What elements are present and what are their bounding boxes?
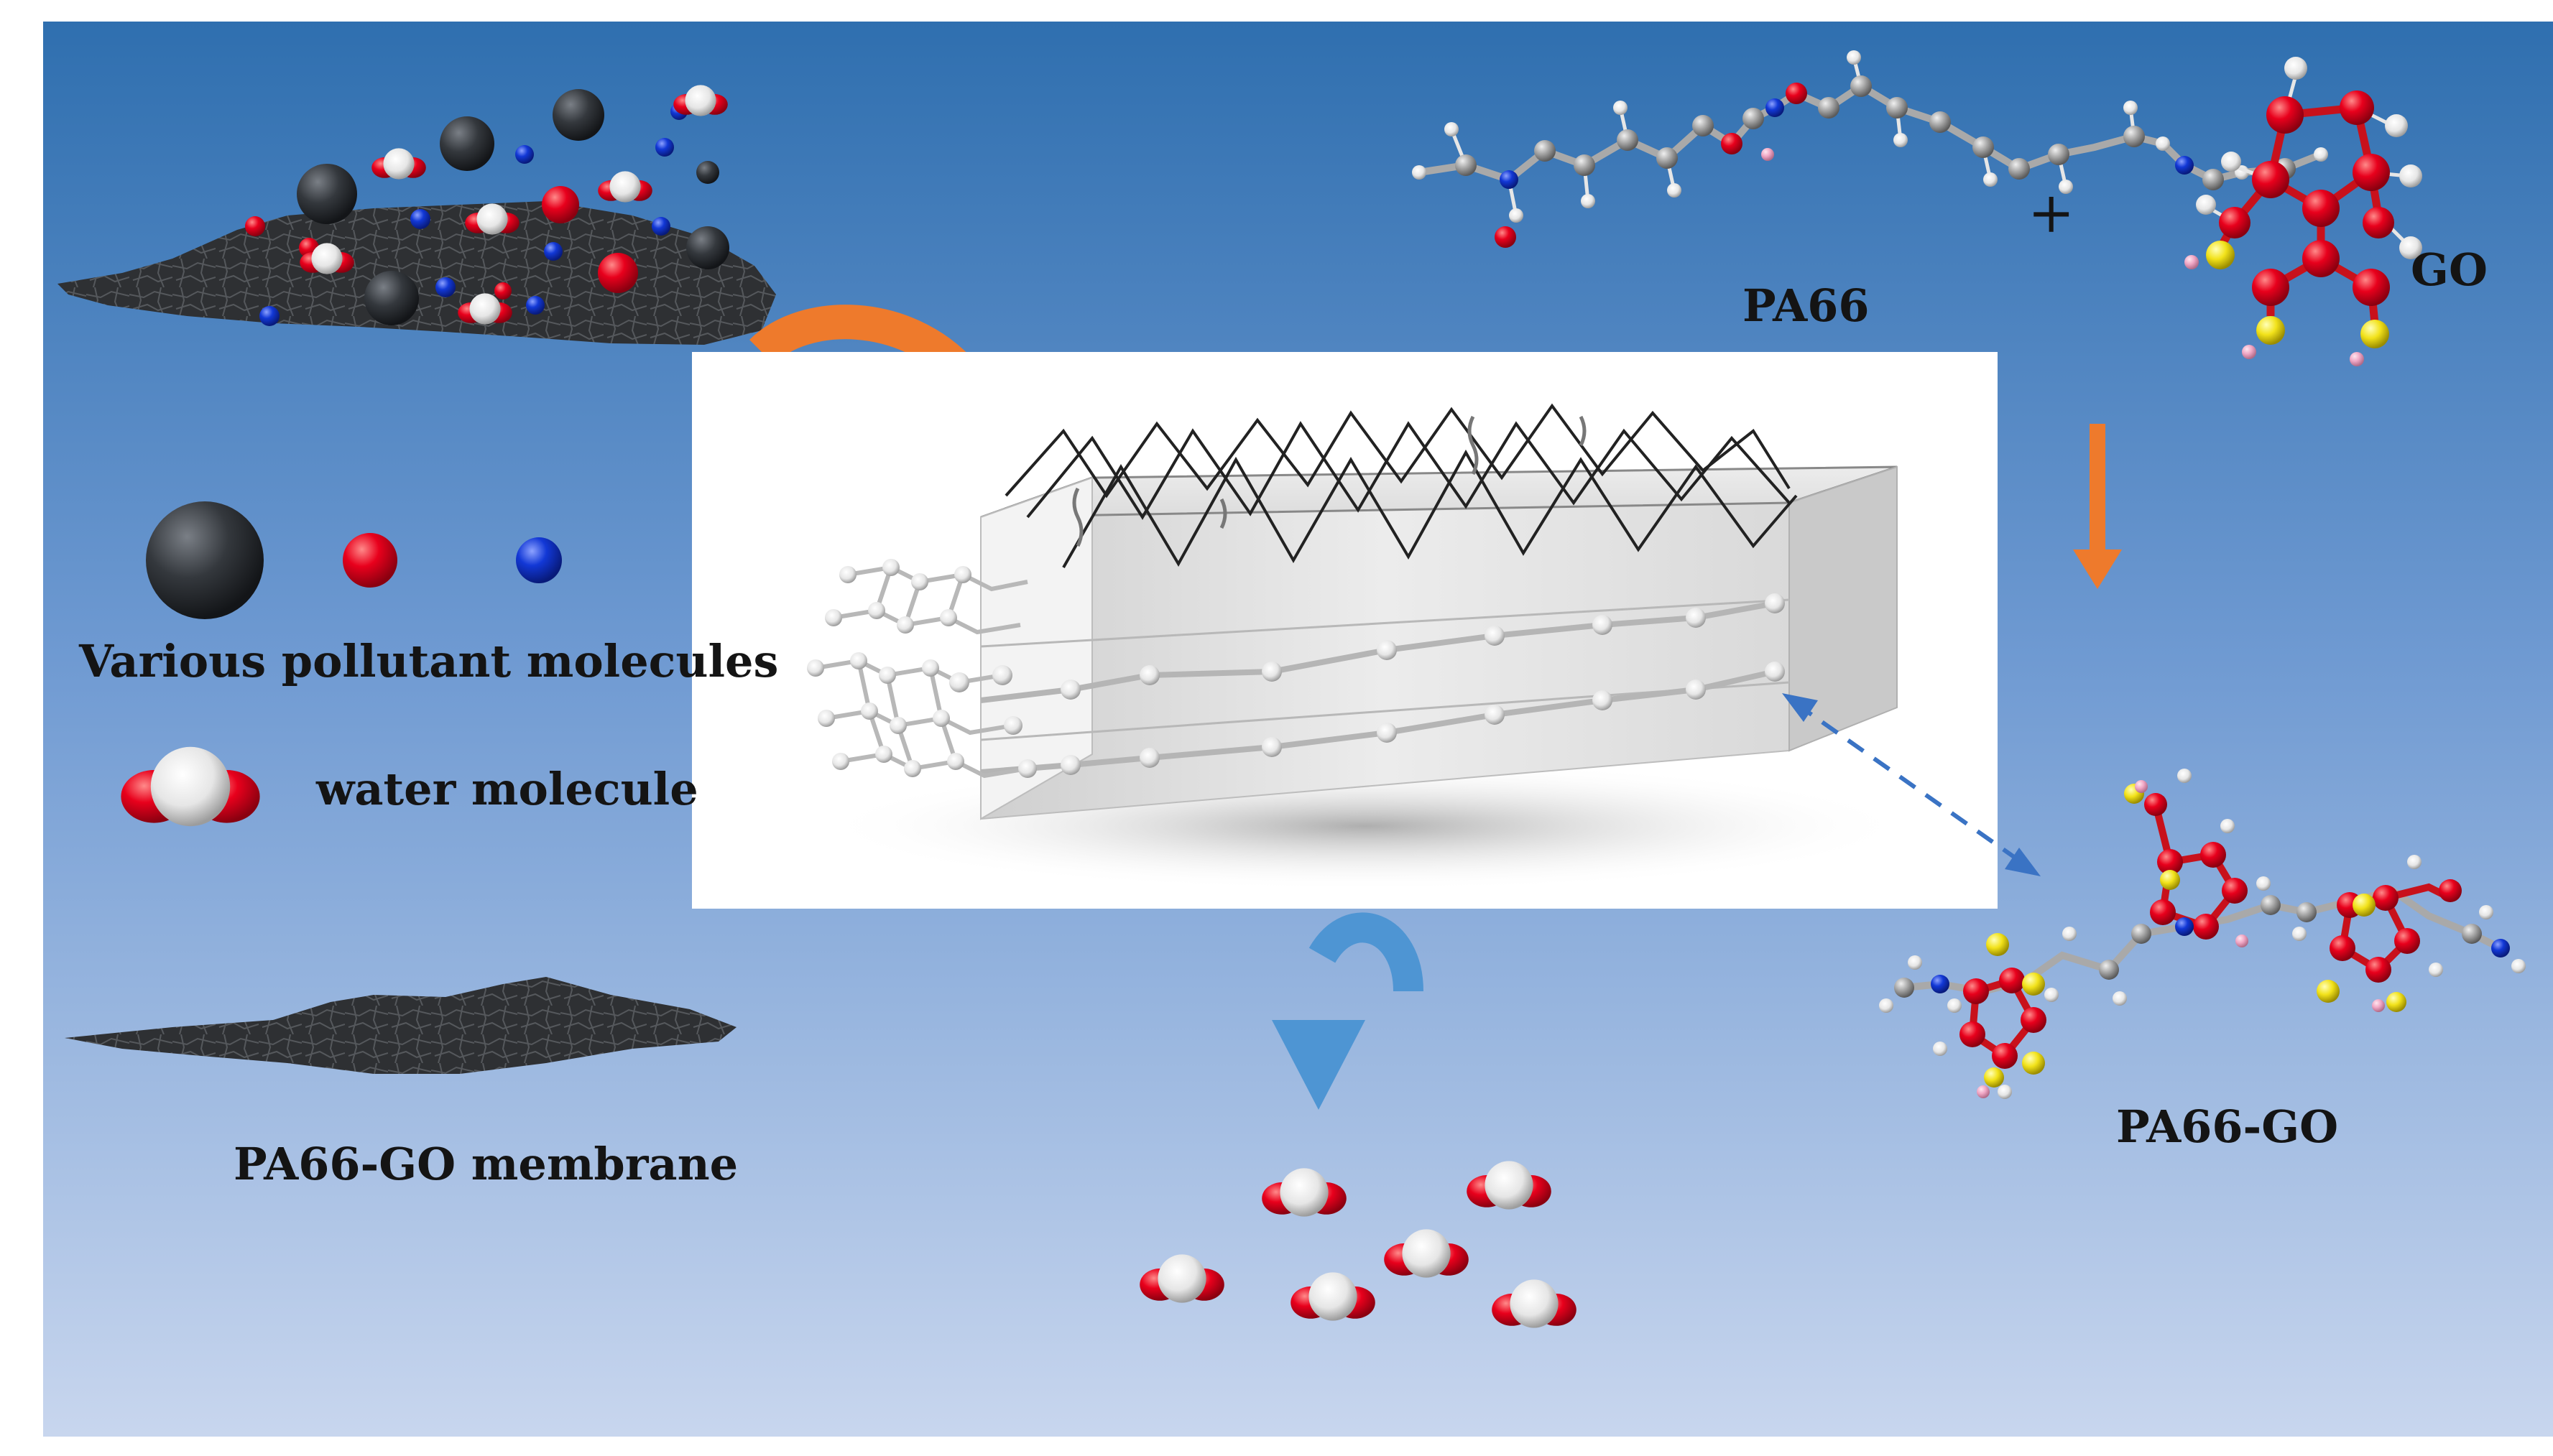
polluted-membrane	[57, 85, 776, 345]
legend	[121, 501, 562, 827]
clean-membrane	[65, 977, 737, 1074]
pa66-go-molecule	[1879, 769, 2526, 1099]
pa66-go-blue-atoms	[1931, 917, 2510, 993]
triangle-row-back	[1005, 403, 1791, 499]
go-sheet-atoms	[807, 559, 1037, 778]
go-molecule	[2184, 57, 2422, 366]
label-pa66: PA66	[1742, 279, 1870, 332]
label-go: GO	[2411, 244, 2488, 296]
chain-beads	[1061, 593, 1785, 775]
go-pink-atoms	[2184, 255, 2364, 366]
pa66-go-white-atoms	[1879, 769, 2526, 1099]
pollutant-black-spheres	[297, 89, 729, 325]
legend-red-sphere	[343, 533, 397, 588]
label-pollutants: Various pollutant molecules	[79, 635, 779, 687]
go-oxygen-atoms	[2219, 91, 2394, 306]
dashed-double-arrow	[1782, 693, 2041, 876]
pollutant-blue-spheres	[259, 103, 688, 326]
arrow-down-orange	[2073, 424, 2122, 589]
membrane-structure-panel	[692, 352, 1998, 909]
label-pa66-go: PA66-GO	[2116, 1100, 2339, 1153]
go-hydrogen-atoms	[2196, 57, 2422, 259]
pollutant-red-spheres	[245, 186, 638, 300]
triangle-row-front	[1062, 449, 1798, 568]
pa66-go-yellow-atoms	[1984, 784, 2406, 1088]
pa66-molecule	[1412, 50, 2328, 248]
pa66-heteroatoms	[1495, 83, 2194, 248]
triangle-row-mid	[1026, 421, 1791, 520]
arrow-blue-filtration	[1272, 912, 1423, 1110]
pa66-go-pink-atoms	[1977, 780, 2385, 1098]
legend-blue-sphere	[516, 537, 562, 583]
label-membrane: PA66-GO membrane	[234, 1138, 739, 1190]
pa66-go-red-atoms	[1959, 793, 2462, 1069]
pa66-hydrogen-atoms	[1412, 50, 2328, 223]
label-water: water molecule	[316, 763, 698, 815]
legend-black-sphere	[146, 501, 264, 619]
go-sulfur-atoms	[2206, 241, 2389, 348]
pa66-go-grey-atoms	[1894, 895, 2482, 998]
label-plus: +	[2028, 181, 2075, 246]
